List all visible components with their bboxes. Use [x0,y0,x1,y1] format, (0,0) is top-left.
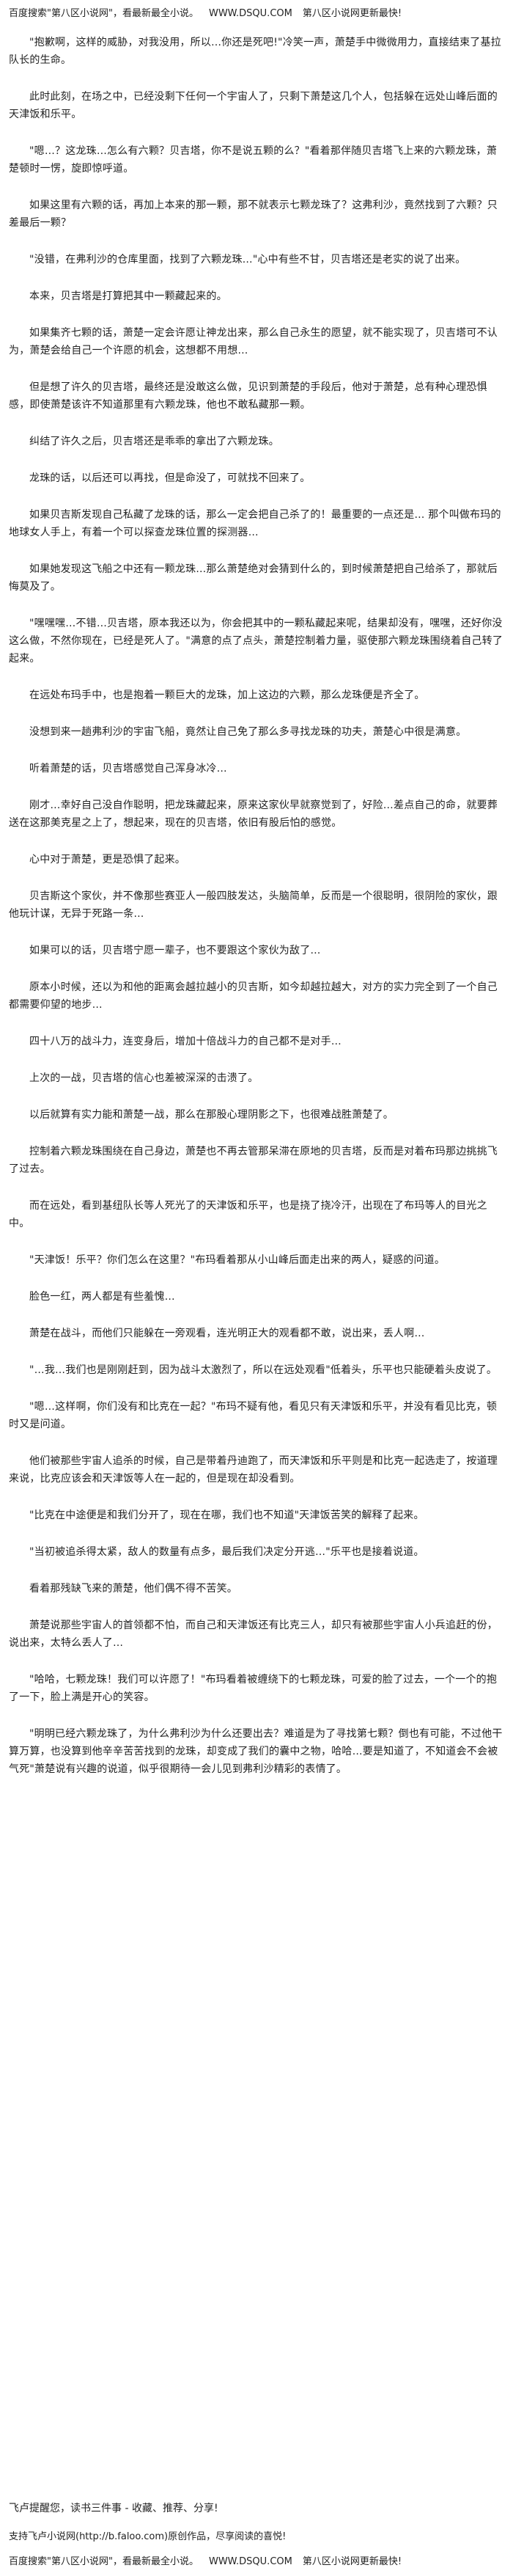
paragraph: 萧楚在战斗，而他们只能躲在一旁观看，连光明正大的观看都不敢，说出来，丢人啊… [29,1328,425,1339]
paragraph: 本来，贝吉塔是打算把其中一颗藏起来的。 [29,290,227,302]
paragraph: 控制着六颗龙珠围绕在自己身边，萧楚也不再去管那呆滞在原地的贝吉塔，反而是对着布玛… [9,1146,498,1175]
banner-url[interactable]: WWW.DSQU.COM [208,8,292,19]
paragraph: 如果她发现这飞船之中还有一颗龙珠…那么萧楚绝对会猜到什么的，到时候萧楚把自己给杀… [9,563,498,593]
reading-reminder: 飞卢提醒您，读书三件事 - 收藏、推荐、分享! [9,2503,218,2514]
paragraph: 刚才…幸好自己没自作聪明，把龙珠藏起来，原来这家伙早就察觉到了，好险…差点自己的… [9,799,498,829]
paragraph: "比克在中途便是和我们分开了，现在在哪，我们也不知道"天津饭苦笑的解释了起来。 [29,1510,424,1521]
paragraph: "明明已经六颗龙珠了，为什么弗利沙为什么还要出去？难道是为了寻找第七颗？倒也有可… [9,1728,503,1775]
paragraph: "天津饭！乐平？你们怎么在这里？"布玛看着那从小山峰后面走出来的两人，疑惑的问道… [29,1254,446,1266]
paragraph: 在远处布玛手中，也是抱着一颗巨大的龙珠，加上这边的六颗，那么龙珠便是齐全了。 [29,689,425,701]
chapter-content: "抱歉啊，这样的威胁，对我没用，所以…你还是死吧!"冷笑一声，萧楚手中微微用力，… [9,34,504,1778]
support-line: 支持飞卢小说网(http://b.faloo.com)原创作品，尽享阅读的喜悦! [9,2531,287,2542]
paragraph: "没错，在弗利沙的仓库里面，找到了六颗龙珠…"心中有些不甘，贝吉塔还是老实的说了… [29,254,466,266]
banner-left-text: 百度搜索"第八区小说网"，看最新最全小说。 [9,8,199,19]
paragraph: 上次的一战，贝吉塔的信心也差被深深的击溃了。 [29,1072,259,1084]
paragraph: "嗯…这样啊，你们没有和比克在一起？"布玛不疑有他，看见只有天津饭和乐平，并没有… [9,1401,498,1430]
paragraph: "嗯…？这龙珠…怎么有六颗？贝吉塔，你不是说五颗的么？"看着那伴随贝吉塔飞上来的… [9,145,498,175]
paragraph: 心中对于萧楚，更是恐惧了起来。 [29,854,185,866]
paragraph: 四十八万的战斗力，连变身后，增加十倍战斗力的自己都不是对手… [29,1036,342,1047]
paragraph: 萧楚说那些宇宙人的首领都不怕，而自己和天津饭还有比克三人，却只有被那些宇宙人小兵… [9,1620,498,1649]
paragraph: 以后就算有实力能和萧楚一战，那么在那股心理阴影之下，也很难战胜萧楚了。 [29,1109,394,1121]
paragraph: 龙珠的话，以后还可以再找，但是命没了，可就找不回来了。 [29,472,311,484]
paragraph: "嘿嘿嘿…不错…贝吉塔，原本我还以为，你会把其中的一颗私藏起来呢，结果却没有，嘿… [9,618,503,665]
paragraph: 纠结了许久之后，贝吉塔还是乖乖的拿出了六颗龙珠。 [29,436,279,447]
bottom-banner: 百度搜索"第八区小说网"，看最新最全小说。 WWW.DSQU.COM 第八区小说网更… [9,2548,504,2576]
paragraph: 而在远处，看到基纽队长等人死光了的天津饭和乐平，也是挠了挠冷汗，出现在了布玛等人… [9,1200,487,1229]
paragraph: 看着那残缺飞来的萧楚，他们偶不得不苦笑。 [29,1583,237,1595]
paragraph: 贝吉斯这个家伙，并不像那些赛亚人一般四肢发达，头脑简单，反而是一个很聪明，很阴险… [9,890,498,920]
paragraph: "哈哈，七颗龙珠！我们可以许愿了！"布玛看着被缠绕下的七颗龙珠，可爱的脸了过去，… [9,1674,498,1703]
paragraph: "当初被追杀得太紧，敌人的数量有点多，最后我们决定分开逃…"乐平也是接着说道。 [29,1546,424,1558]
paragraph: 原本小时候，还以为和他的距离会越拉越小的贝吉斯，如今却越拉越大，对方的实力完全到… [9,981,498,1011]
paragraph: 但是想了许久的贝吉塔，最终还是没敢这么做，见识到萧楚的手段后，他对于萧楚，总有种… [9,381,487,411]
paragraph: 此时此刻，在场之中，已经没剩下任何一个宇宙人了，只剩下萧楚这几个人，包括躲在远处… [9,91,498,120]
paragraph: 脸色一红，两人都是有些羞愧… [29,1291,175,1303]
paragraph: 他们被那些宇宙人追杀的时候，自己是带着丹迪跑了，而天津饭和乐平则是和比克一起选走… [9,1455,498,1485]
paragraph: 没想到来一趟弗利沙的宇宙飞船，竟然让自己免了那么多寻找龙珠的功夫，萧楚心中很是满… [29,726,467,738]
paragraph: 如果集齐七颗的话，萧楚一定会许愿让神龙出来，那么自己永生的愿望，就不能实现了，贝… [9,327,498,356]
paragraph: "…我…我们也是刚刚赶到，因为战斗太激烈了，所以在远处观看"低着头，乐平也只能硬… [29,1364,498,1376]
paragraph: 如果贝吉斯发现自己私藏了龙珠的话，那么一定会把自己杀了的！最重要的一点还是… 那… [9,509,501,538]
banner-right-text: 第八区小说网更新最快! [302,8,402,19]
banner-url[interactable]: WWW.DSQU.COM [208,2556,292,2567]
banner-right-text: 第八区小说网更新最快! [302,2556,402,2567]
paragraph: 听着萧楚的话，贝吉塔感觉自己浑身冰冷… [29,763,227,775]
banner-left-text: 百度搜索"第八区小说网"，看最新最全小说。 [9,2556,199,2567]
top-banner: 百度搜索"第八区小说网"，看最新最全小说。 WWW.DSQU.COM 第八区小说网更… [9,0,504,28]
paragraph: 如果可以的话，贝吉塔宁愿一辈子，也不要跟这个家伙为敌了… [29,945,321,956]
paragraph: 如果这里有六颗的话，再加上本来的那一颗，那不就表示七颗龙珠了？这弗利沙，竟然找到… [9,200,498,229]
paragraph: "抱歉啊，这样的威胁，对我没用，所以…你还是死吧!"冷笑一声，萧楚手中微微用力，… [9,37,501,66]
